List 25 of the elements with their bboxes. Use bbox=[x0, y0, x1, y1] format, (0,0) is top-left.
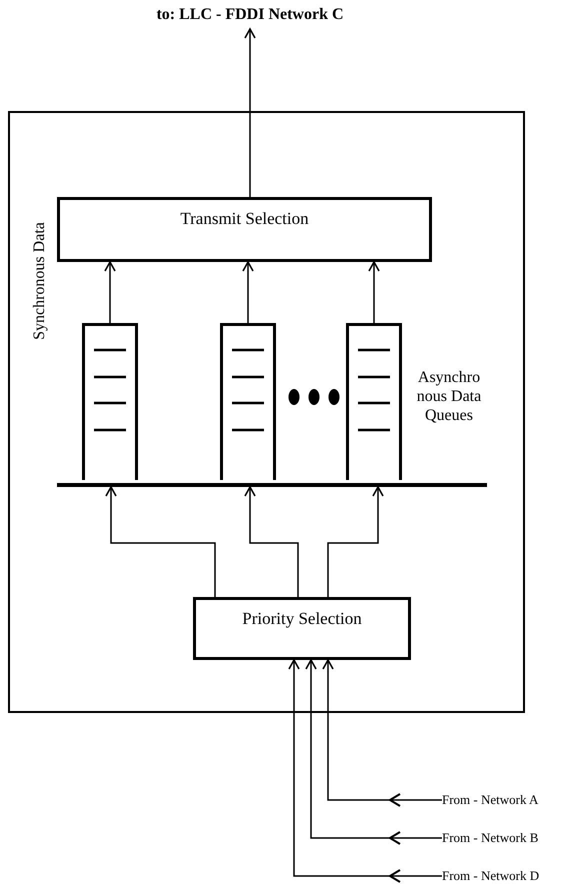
queue-drawing bbox=[346, 323, 402, 480]
arrow bbox=[288, 659, 442, 883]
input-label: From - Network A bbox=[442, 790, 582, 810]
queue-drawing bbox=[220, 323, 276, 480]
process-box bbox=[193, 597, 411, 660]
arrow bbox=[368, 261, 380, 323]
process-box bbox=[57, 197, 432, 262]
input-label: From - Network B bbox=[442, 828, 582, 848]
arrow bbox=[327, 486, 384, 597]
arrow bbox=[322, 659, 442, 807]
arrow bbox=[105, 486, 216, 597]
queue-label: Asynchro nous Data Queues bbox=[416, 368, 482, 425]
side-label: Synchronous Data bbox=[30, 222, 49, 340]
arrow bbox=[305, 659, 442, 845]
input-label: From - Network D bbox=[442, 866, 582, 884]
arrow bbox=[244, 486, 299, 597]
arrow bbox=[242, 261, 254, 323]
box-label: Transmit Selection bbox=[180, 208, 309, 230]
arrow bbox=[104, 261, 116, 323]
queue-drawing bbox=[82, 323, 138, 480]
bus-bar bbox=[57, 483, 487, 487]
box-label: Priority Selection bbox=[242, 608, 362, 630]
output-label: to: LLC - FDDI Network C bbox=[140, 4, 360, 26]
arrow bbox=[244, 28, 256, 197]
module-border bbox=[8, 111, 525, 713]
